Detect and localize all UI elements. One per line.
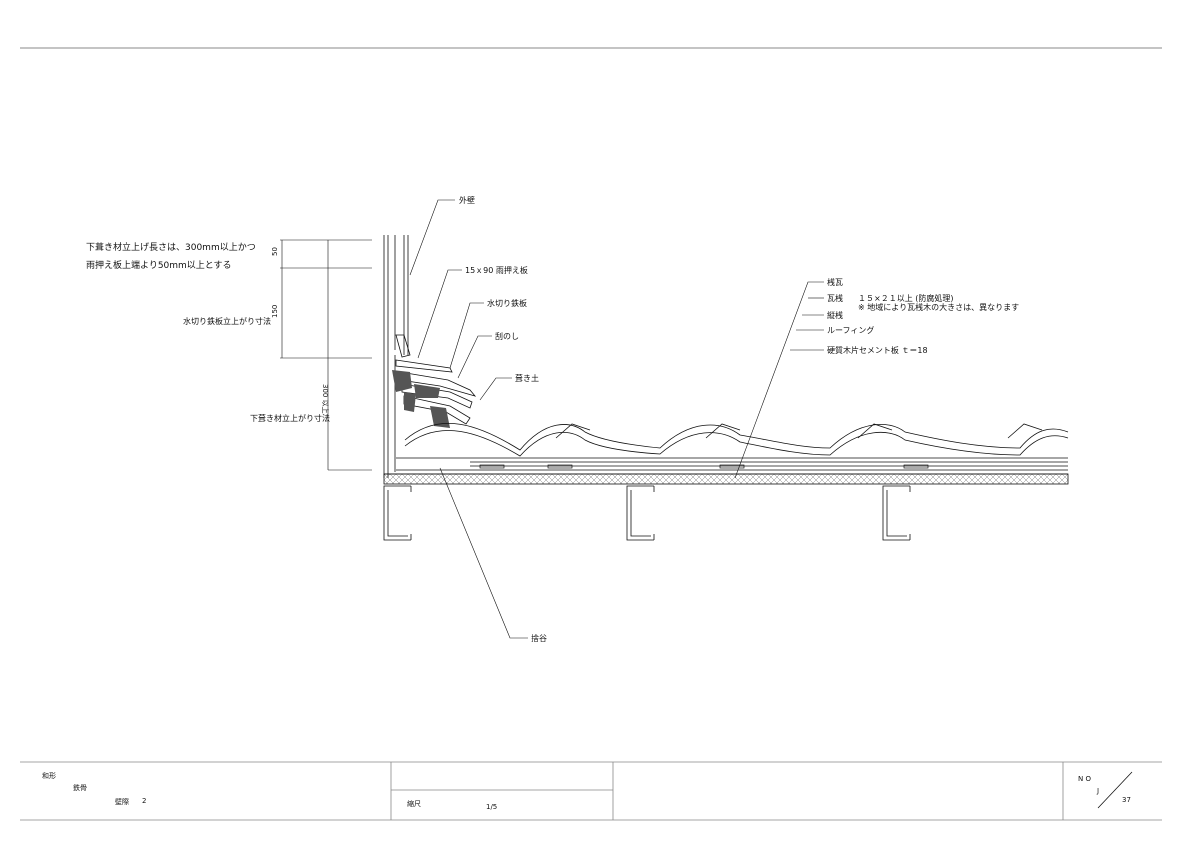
title-block-frame: [20, 761, 1162, 821]
flashing-assembly: [395, 334, 477, 425]
tb-scale-value: 1/5: [486, 803, 498, 811]
roof-layers: [384, 457, 1068, 475]
label-gaiheki: 外壁: [459, 196, 475, 205]
note-line-1: 下葺き材立上げ長さは、300mm以上かつ: [86, 243, 256, 253]
label-roofing: ルーフィング: [827, 326, 875, 335]
tb-structure: 鉄骨: [73, 784, 87, 792]
label-sankawara: 桟瓦: [827, 278, 843, 287]
label-kawarazan: 瓦桟: [827, 294, 843, 303]
label-tatezan: 縦桟: [827, 311, 843, 320]
exterior-wall: [383, 235, 409, 478]
label-cement-board: 硬質木片セメント板 ｔ＝18: [827, 346, 928, 355]
tb-no-label: N O: [1078, 775, 1091, 783]
roof-tiles: [404, 423, 1069, 457]
note-shitabuki-height: 下葺き材立上がり寸法: [250, 414, 330, 423]
label-mizukiri: 水切り鉄板: [487, 299, 527, 308]
dim-50: 50: [271, 247, 279, 256]
tb-category: 和形: [42, 772, 56, 780]
dim-150: 150: [271, 305, 279, 318]
label-kushi: 刮のし: [495, 332, 519, 341]
label-fukitsuchi: 葺き土: [515, 374, 539, 383]
tb-part-no: 2: [142, 797, 147, 805]
dimension-lines: [280, 239, 372, 471]
tb-sheet-no: 37: [1122, 796, 1131, 804]
leader-lines: [409, 199, 824, 639]
cement-board: [383, 473, 1069, 485]
note-mizukiri-height: 水切り鉄板立上がり寸法: [183, 317, 271, 326]
label-kawarazan-spec2: ※ 地域により瓦桟木の大きさは、異なります: [858, 303, 1020, 312]
tb-scale-label: 縮尺: [407, 800, 421, 808]
dim-300: 300 以上: [321, 384, 330, 414]
label-sutedani: 捨谷: [531, 634, 547, 643]
label-kawarazan-spec1: １５×２１以上 (防腐処理): [858, 294, 954, 303]
steel-purlins: [383, 485, 911, 541]
label-amaosae: 15ｘ90 雨押え板: [465, 266, 528, 275]
tb-sheet-letter: J: [1097, 787, 1100, 795]
tb-part: 壁際: [115, 798, 129, 806]
mortar-fill: [392, 370, 450, 428]
note-line-2: 雨押え板上端より50mm以上とする: [86, 261, 232, 271]
